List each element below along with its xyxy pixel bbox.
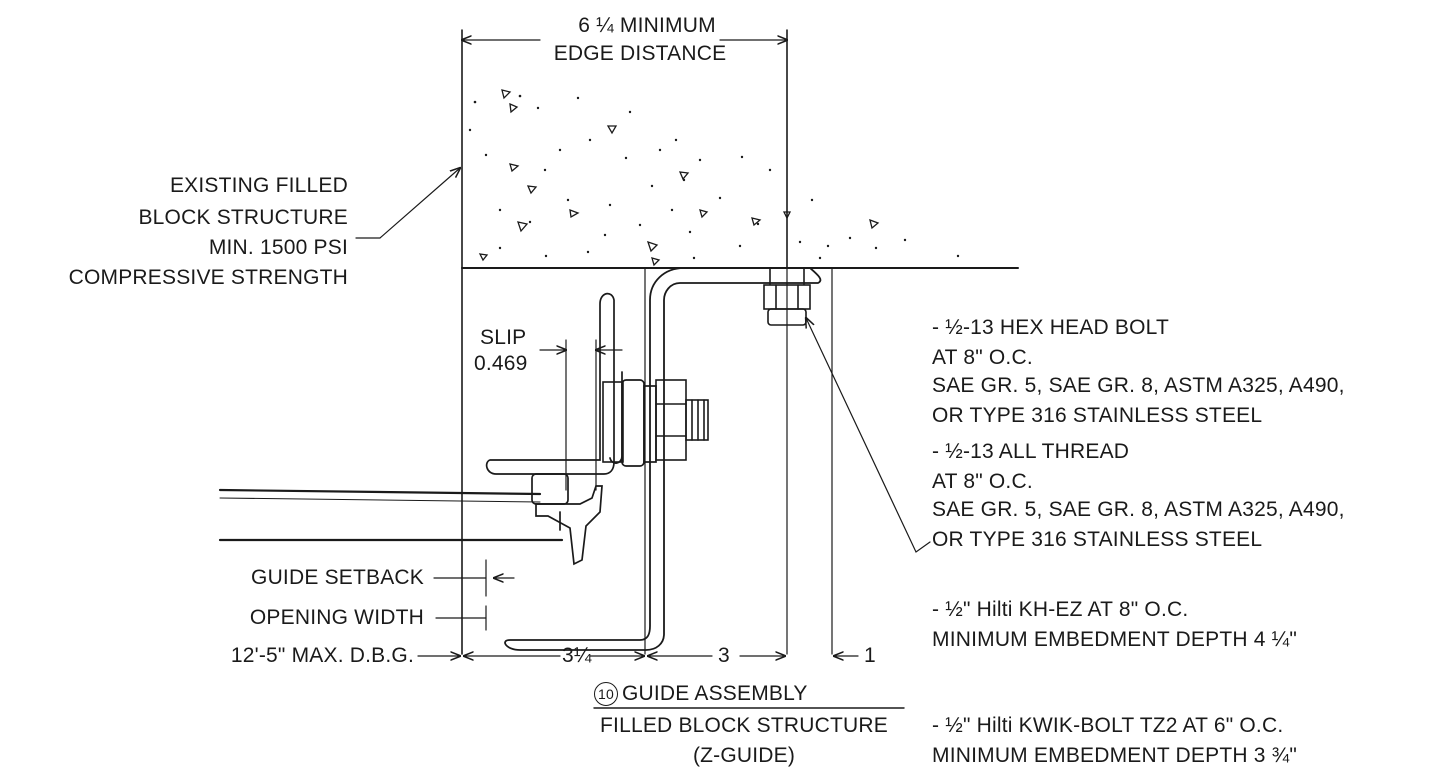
detail-number: 10 (594, 682, 618, 706)
detail-subtitle-2: (Z-GUIDE) (692, 744, 796, 767)
concrete-aggregate (478, 89, 880, 267)
anchor-option-line: AT 8" O.C. (932, 470, 1033, 493)
slip-label: SLIP (480, 326, 527, 349)
leader-lines (355, 168, 931, 553)
curtain-slat (218, 488, 564, 542)
anchor-option-line: OR TYPE 316 STAINLESS STEEL (932, 404, 1263, 427)
anchor-option-line: SAE GR. 5, SAE GR. 8, ASTM A325, A490, (932, 498, 1345, 521)
slip-dimension (539, 339, 623, 491)
structure-note-line4: COMPRESSIVE STRENGTH (68, 266, 348, 289)
max-dbg-label: 12'-5" MAX. D.B.G. (230, 644, 414, 667)
edge-distance-line2: EDGE DISTANCE (553, 42, 727, 65)
concrete-speckle (468, 94, 960, 260)
structure-note-line1: EXISTING FILLED (169, 174, 348, 197)
anchor-option-line: - ½-13 ALL THREAD (932, 440, 1130, 463)
anchor-option-line: - ½" Hilti KWIK-BOLT TZ2 AT 6" O.C. (932, 714, 1284, 737)
anchor-option-line: - ½-13 HEX HEAD BOLT (932, 316, 1170, 339)
guide-setback-label: GUIDE SETBACK (251, 566, 424, 589)
anchor-option-line: MINIMUM EMBEDMENT DEPTH 4 ¼" (932, 628, 1298, 651)
detail-subtitle: FILLED BLOCK STRUCTURE (600, 714, 888, 737)
clip-angle (485, 292, 657, 475)
opening-width-label: OPENING WIDTH (249, 606, 424, 629)
dimension-3: 3 (718, 644, 730, 667)
detail-title-text: GUIDE ASSEMBLY (622, 682, 808, 705)
dimension-3-1-4: 3¼ (562, 644, 592, 667)
edge-distance-line1: 6 ¼ MINIMUM (578, 14, 716, 37)
anchor-option-line: - ½" Hilti KH-EZ AT 8" O.C. (932, 598, 1189, 621)
z-guide-profile (504, 267, 822, 651)
slip-value: 0.469 (474, 352, 528, 375)
anchor-option-line: MINIMUM EMBEDMENT DEPTH 3 ¾" (932, 744, 1298, 767)
anchor-option-line: SAE GR. 5, SAE GR. 8, ASTM A325, A490, (932, 374, 1345, 397)
anchor-option-line: AT 8" O.C. (932, 346, 1033, 369)
structure-note-line2: BLOCK STRUCTURE (138, 206, 348, 229)
block-structure (461, 29, 1019, 655)
curtain-endlock (531, 473, 603, 566)
dimension-1: 1 (864, 644, 876, 667)
anchor-option-line: OR TYPE 316 STAINLESS STEEL (932, 528, 1263, 551)
left-dimensions (417, 559, 859, 656)
structure-note-line3: MIN. 1500 PSI (208, 236, 348, 259)
clip-bolt (602, 379, 709, 463)
